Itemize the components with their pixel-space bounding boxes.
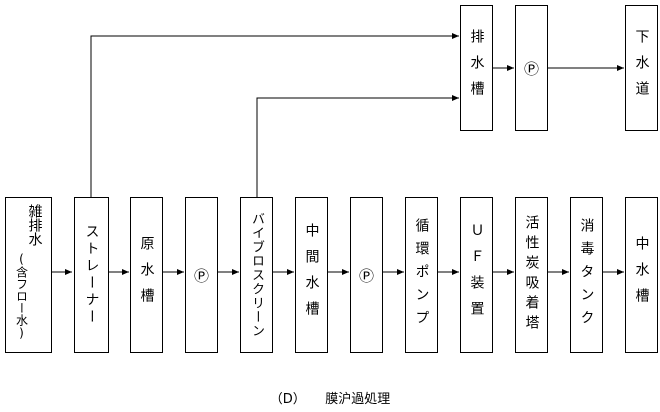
box-genmizu-so: 原水槽: [130, 197, 163, 353]
vibro-label: バイブロスクリーン: [249, 212, 264, 338]
pump-2-icon: Ⓟ: [358, 266, 374, 285]
box-vibro-screen: バイブロスクリーン: [240, 197, 273, 353]
box-gesuido: 下水道: [625, 5, 658, 131]
strainer-label: ストレーナー: [83, 224, 100, 326]
junkan-label: 循環ポンプ: [413, 217, 430, 333]
figure-caption: （D） 膜沪過処理: [269, 392, 391, 407]
genmizu-label: 原水槽: [138, 236, 155, 314]
zatsu-main-label: 雑排水: [26, 204, 43, 246]
haisui-label: 排水槽: [468, 29, 485, 107]
box-pump-3: Ⓟ: [515, 5, 548, 131]
box-chusui-so: 中水槽: [625, 197, 658, 353]
arrow-vibro-to-haisui: [256, 95, 459, 197]
shodoku-label: 消毒タンク: [578, 217, 595, 333]
chukan-label: 中間水槽: [303, 223, 320, 327]
box-haisui-so: 排水槽: [460, 5, 493, 131]
zatsu-sub-label: (含フロー水): [14, 252, 29, 340]
box-zatsu-haisui: 雑排水 (含フロー水): [5, 197, 52, 353]
box-kasseitan: 活性炭吸着塔: [515, 197, 548, 353]
box-junkan-pump: 循環ポンプ: [405, 197, 438, 353]
box-shodoku-tank: 消毒タンク: [570, 197, 603, 353]
kasseitan-label: 活性炭吸着塔: [523, 215, 540, 335]
box-strainer: ストレーナー: [74, 197, 109, 353]
pump-1-icon: Ⓟ: [193, 266, 209, 285]
arrow-strainer-to-haisui: [90, 33, 459, 197]
box-pump-2: Ⓟ: [350, 197, 383, 353]
box-chukan-suiso: 中間水槽: [295, 197, 328, 353]
box-pump-1: Ⓟ: [185, 197, 218, 353]
gesuido-label: 下水道: [633, 29, 650, 107]
pump-3-icon: Ⓟ: [523, 59, 539, 78]
uf-label: ＵＦ装置: [468, 223, 485, 327]
chusui-label: 中水槽: [633, 236, 650, 314]
box-uf-sochi: ＵＦ装置: [460, 197, 493, 353]
